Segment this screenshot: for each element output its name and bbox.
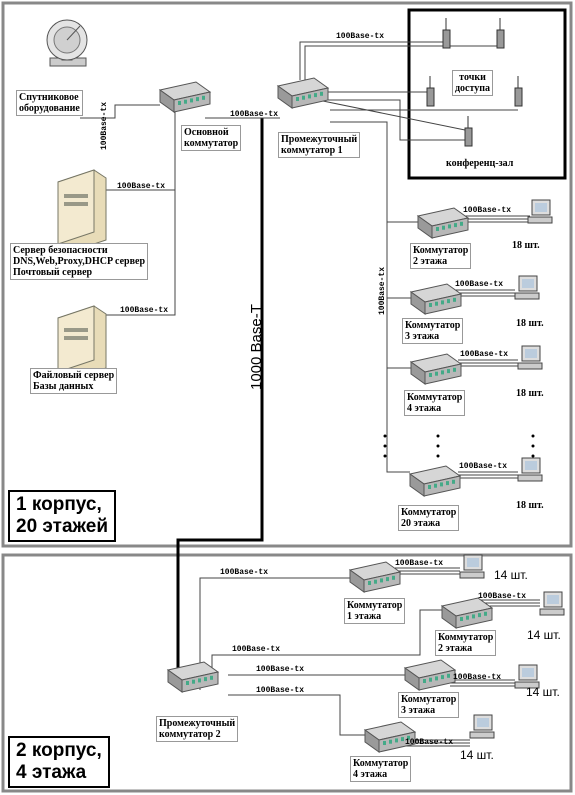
link-speed-label: 100Base-tx	[463, 206, 512, 215]
switch-icon	[440, 597, 494, 629]
workstation-icons	[459, 199, 565, 739]
link-speed-label: 100Base-tx	[395, 559, 444, 568]
workstation-icon	[514, 275, 540, 300]
switch-icon	[363, 721, 417, 753]
trunk-label: 1000 Base-T	[248, 304, 265, 390]
link-speed-label: 100Base-tx	[117, 182, 166, 191]
satellite-dish-icon	[46, 19, 88, 67]
access-point-icons	[426, 18, 523, 147]
link-speed-label: 100Base-tx	[230, 110, 279, 119]
link-speed-label: 100Base-tx	[120, 306, 169, 315]
workstation-count: 18 шт.	[512, 240, 540, 251]
workstation-count: 14 шт.	[527, 628, 561, 642]
workstation-count: 18 шт.	[516, 388, 544, 399]
intermediate-switch-2-icon	[166, 661, 220, 693]
workstation-icon	[469, 714, 495, 739]
continuation-dots	[383, 434, 535, 458]
switch-icon	[403, 659, 457, 691]
workstation-count: 14 шт.	[526, 685, 560, 699]
workstation-count: 18 шт.	[516, 318, 544, 329]
workstation-icon	[517, 457, 543, 482]
link-speed-label: 100Base-tx	[459, 462, 508, 471]
main-switch-icon	[158, 81, 212, 113]
switch-icon	[409, 353, 463, 385]
security-server-icon	[57, 169, 107, 253]
workstation-count: 14 шт.	[460, 748, 494, 762]
link-speed-label-vertical: 100Base-tx	[100, 101, 109, 150]
switch-icons	[158, 77, 494, 753]
workstation-icon	[527, 199, 553, 224]
workstation-icon	[517, 345, 543, 370]
intermediate-switch-1-icon	[276, 77, 330, 109]
switch-icon	[416, 207, 470, 239]
workstation-count: 18 шт.	[516, 500, 544, 511]
workstation-icon	[514, 664, 540, 689]
conference-room-frame	[407, 8, 567, 180]
conference-room-label: конференц-зал	[446, 158, 514, 169]
switch-icon	[409, 283, 463, 315]
building2-title: 2 корпус,4 этажа	[8, 736, 110, 788]
trunk-line	[176, 118, 264, 668]
building1-wires	[80, 41, 530, 479]
link-speed-label: 100Base-tx	[256, 665, 305, 674]
link-speed-label: 100Base-tx	[232, 645, 281, 654]
link-speed-label: 100Base-tx	[220, 568, 269, 577]
link-speed-label-vertical: 100Base-tx	[378, 266, 387, 315]
building1-title: 1 корпус,20 этажей	[8, 490, 116, 542]
link-speed-label: 100Base-tx	[453, 673, 502, 682]
link-speed-label: 100Base-tx	[405, 738, 454, 747]
switch-icon	[408, 465, 462, 497]
link-speed-label: 100Base-tx	[336, 32, 385, 41]
workstation-count: 14 шт.	[494, 568, 528, 582]
link-speed-label: 100Base-tx	[460, 350, 509, 359]
workstation-icon	[459, 554, 485, 579]
link-speed-label: 100Base-tx	[478, 592, 527, 601]
link-speed-label: 100Base-tx	[256, 686, 305, 695]
workstation-icon	[539, 591, 565, 616]
switch-icon	[348, 561, 402, 593]
link-speed-label: 100Base-tx	[455, 280, 504, 289]
